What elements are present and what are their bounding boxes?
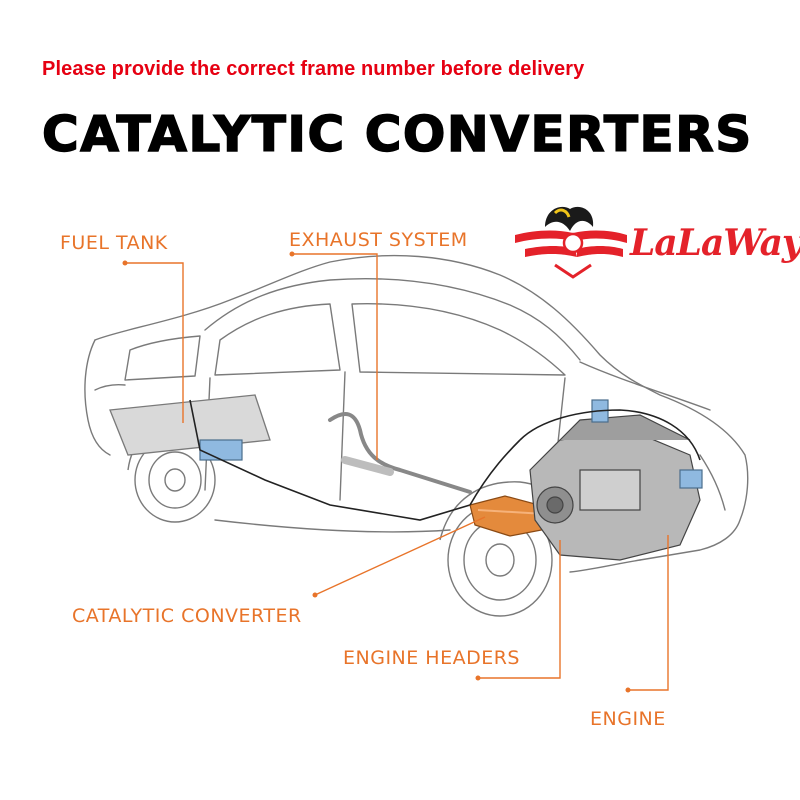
lalaway-logo xyxy=(515,206,627,279)
page-title: CATALYTIC CONVERTERS xyxy=(41,105,753,164)
callout-exhaust-system: EXHAUST SYSTEM xyxy=(289,229,468,251)
engine-hose xyxy=(519,409,701,461)
callout-dots xyxy=(122,251,631,693)
callout-lines xyxy=(125,253,669,691)
fuel-tank-shape xyxy=(109,394,271,461)
callout-engine: ENGINE xyxy=(590,708,666,730)
brand-wordmark: LaLaWay xyxy=(630,222,800,264)
callout-fuel-tank: FUEL TANK xyxy=(60,232,168,254)
callout-engine-headers: ENGINE HEADERS xyxy=(343,647,520,669)
fuel-line xyxy=(189,399,471,521)
exhaust-pipe-shape xyxy=(328,412,472,494)
engine-line xyxy=(469,439,521,506)
delivery-notice: Please provide the correct frame number … xyxy=(42,58,585,80)
engine-shape xyxy=(529,399,703,561)
callout-catalytic-converter: CATALYTIC CONVERTER xyxy=(72,605,302,627)
